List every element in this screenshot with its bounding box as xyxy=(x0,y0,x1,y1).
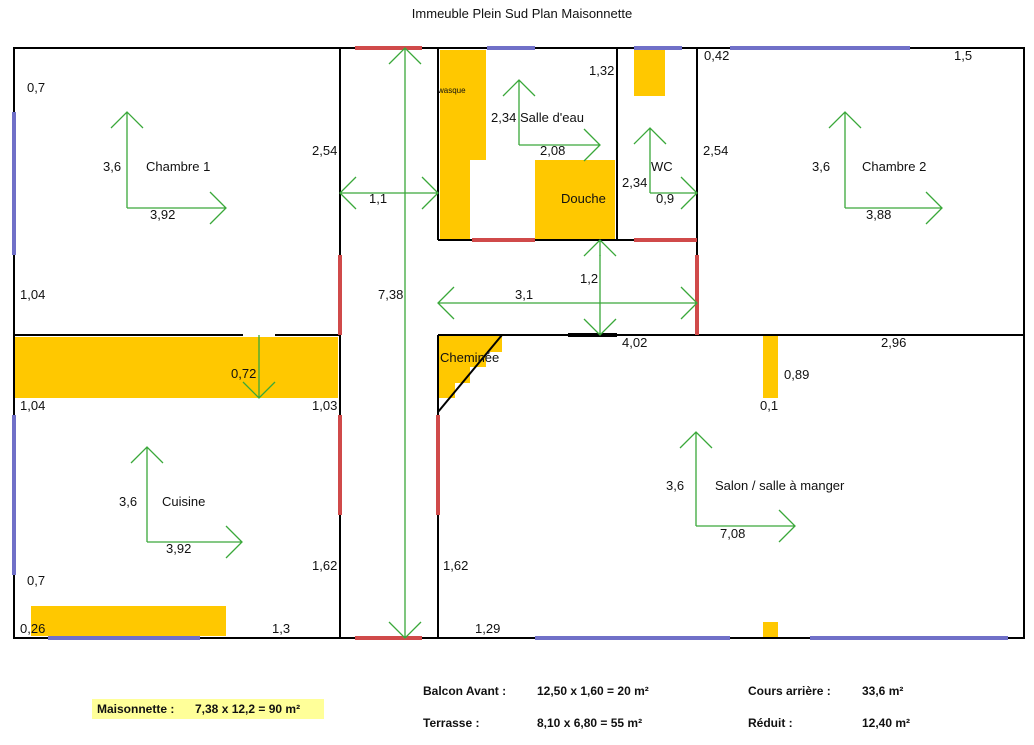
dim-label: 0,72 xyxy=(231,366,256,381)
area-summary: Maisonnette : 7,38 x 12,2 = 90 m² Balcon… xyxy=(92,684,910,730)
dim-label: 1,1 xyxy=(369,191,387,206)
dim-salon-length: 3,6 xyxy=(666,478,684,493)
balcon-value: 12,50 x 1,60 = 20 m² xyxy=(537,684,649,698)
cours-label: Cours arrière : xyxy=(748,684,831,698)
dim-label: 0,89 xyxy=(784,367,809,382)
dim-chambre2-width: 3,88 xyxy=(866,207,891,222)
furniture xyxy=(15,50,778,638)
dim-label: 7,38 xyxy=(378,287,403,302)
room-name-wc: WC xyxy=(651,159,673,174)
dim-salle-eau-width: 2,08 xyxy=(540,143,565,158)
dimension-arrows xyxy=(110,47,943,639)
dim-label: 2,54 xyxy=(703,143,728,158)
maisonnette-label: Maisonnette : xyxy=(97,702,174,716)
kitchen-counter xyxy=(15,337,338,398)
dimension-labels: 0,7 2,54 1,04 1,04 1,03 0,72 0,7 0,26 1,… xyxy=(20,48,972,636)
dim-label: 1,04 xyxy=(20,398,45,413)
room-name-salle-eau: Salle d'eau xyxy=(520,110,584,125)
balcon-label: Balcon Avant : xyxy=(423,684,506,698)
room-name-chambre1: Chambre 1 xyxy=(146,159,210,174)
dim-label: 1,5 xyxy=(954,48,972,63)
fixture-douche: Douche xyxy=(561,191,606,206)
dim-label: 1,2 xyxy=(580,271,598,286)
salon-column xyxy=(763,336,778,398)
reduit-label: Réduit : xyxy=(748,716,793,730)
dim-label: 4,02 xyxy=(622,335,647,350)
dim-chambre1-width: 3,92 xyxy=(150,207,175,222)
cheminee xyxy=(439,336,502,398)
plan-title: Immeuble Plein Sud Plan Maisonnette xyxy=(412,6,632,21)
dim-label: 0,42 xyxy=(704,48,729,63)
dim-wc-width: 0,9 xyxy=(656,191,674,206)
room-name-salon: Salon / salle à manger xyxy=(715,478,845,493)
dim-label: 2,54 xyxy=(312,143,337,158)
dim-salon-width: 7,08 xyxy=(720,526,745,541)
maisonnette-value: 7,38 x 12,2 = 90 m² xyxy=(195,702,300,716)
windows xyxy=(12,46,1008,640)
dim-wc-length: 2,34 xyxy=(622,175,647,190)
fixture-cheminee: Cheminée xyxy=(440,350,499,365)
wasque xyxy=(440,50,486,160)
terrasse-value: 8,10 x 6,80 = 55 m² xyxy=(537,716,642,730)
room-name-chambre2: Chambre 2 xyxy=(862,159,926,174)
wc-tank xyxy=(634,50,665,96)
dim-label: 1,29 xyxy=(475,621,500,636)
cours-value: 33,6 m² xyxy=(862,684,903,698)
dim-label: 0,7 xyxy=(27,80,45,95)
maisonnette-highlight xyxy=(92,699,324,719)
dim-chambre2-length: 3,6 xyxy=(812,159,830,174)
room-labels: Chambre 1 3,6 3,92 Chambre 2 3,6 3,88 Cu… xyxy=(103,86,926,556)
dim-cuisine-length: 3,6 xyxy=(119,494,137,509)
dim-label: 1,62 xyxy=(443,558,468,573)
dim-label: 1,62 xyxy=(312,558,337,573)
dim-label: 0,26 xyxy=(20,621,45,636)
kitchen-counter-bottom xyxy=(31,606,226,636)
room-name-cuisine: Cuisine xyxy=(162,494,205,509)
reduit-value: 12,40 m² xyxy=(862,716,910,730)
dim-label: 1,3 xyxy=(272,621,290,636)
wasque-lower xyxy=(440,160,470,239)
fixture-wasque: wasque xyxy=(437,86,466,95)
doors xyxy=(338,46,699,640)
dim-label: 1,03 xyxy=(312,398,337,413)
dim-label: 1,32 xyxy=(589,63,614,78)
dim-label: 2,96 xyxy=(881,335,906,350)
dim-label: 0,1 xyxy=(760,398,778,413)
dim-salle-eau-length: 2,34 xyxy=(491,110,516,125)
dim-chambre1-length: 3,6 xyxy=(103,159,121,174)
douche xyxy=(535,160,615,239)
dim-label: 1,04 xyxy=(20,287,45,302)
salon-column-small xyxy=(763,622,778,638)
dim-label: 0,7 xyxy=(27,573,45,588)
dim-label: 3,1 xyxy=(515,287,533,302)
dim-cuisine-width: 3,92 xyxy=(166,541,191,556)
terrasse-label: Terrasse : xyxy=(423,716,479,730)
